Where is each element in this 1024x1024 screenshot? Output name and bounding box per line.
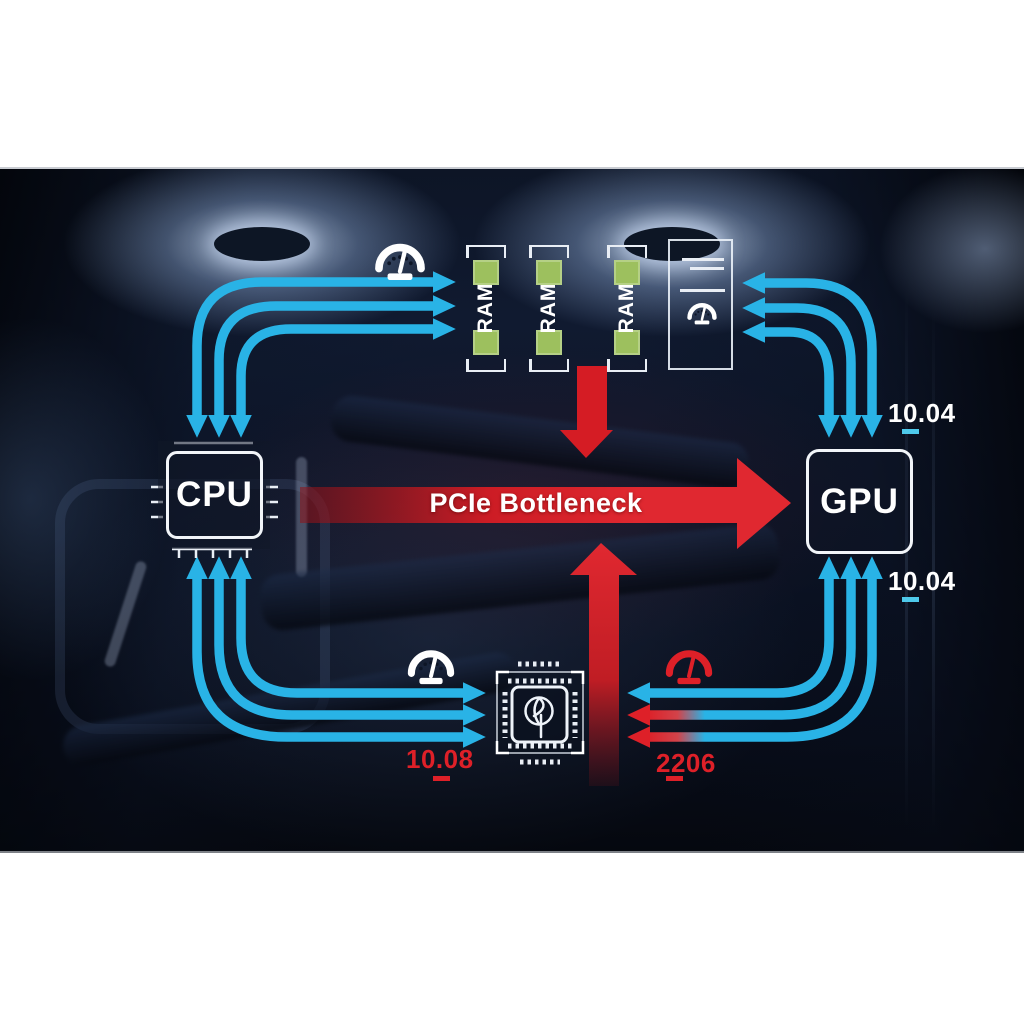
bus-gpu-chipset-arrows xyxy=(627,556,883,748)
metric-chipset-left-underline xyxy=(433,776,450,781)
metric-gpu-top: 10.04 xyxy=(888,398,956,428)
bus-cpu-ram-arrows xyxy=(186,271,456,438)
chipset-left-speedometer-icon xyxy=(404,644,458,685)
arrow-ram-to-bottleneck xyxy=(560,366,613,458)
module-gauge-icon xyxy=(685,299,719,325)
ram-module: RAM xyxy=(466,245,506,372)
bus-gpu-module-arrows xyxy=(742,272,883,438)
pcie-bottleneck-arrow xyxy=(300,458,791,549)
gpu-label: GPU xyxy=(820,481,899,521)
metric-gpu-bottom: 10.04 xyxy=(888,566,956,596)
case-panel-edge xyxy=(905,289,908,829)
module-line xyxy=(682,258,724,261)
module-line xyxy=(690,267,724,270)
chipset-icon xyxy=(495,661,585,765)
metric-chipset-right: 2206 xyxy=(656,748,716,778)
chipset-right-speedometer-icon xyxy=(662,644,716,685)
bus-cpu-chipset-arrows xyxy=(186,556,486,748)
ram-speedometer-icon xyxy=(371,237,429,281)
arrow-chipset-to-bottleneck xyxy=(570,543,637,786)
module-line xyxy=(680,289,725,292)
ram-chip xyxy=(536,330,562,355)
bottleneck-label: PCIe Bottleneck xyxy=(429,488,643,518)
metric-chipset-right-underline xyxy=(666,776,683,781)
metric-gpu-top-underline xyxy=(902,429,919,434)
metric-gpu-bottom-underline xyxy=(902,597,919,602)
metric-chipset-left: 10.08 xyxy=(406,744,474,774)
ram-chip xyxy=(536,260,562,285)
ram-chip xyxy=(614,260,640,285)
cpu-block: CPU xyxy=(166,451,263,539)
ram-chip xyxy=(614,330,640,355)
ram-chip xyxy=(473,260,499,285)
ram-module: RAM xyxy=(529,245,569,372)
case-fan-icon xyxy=(214,227,310,261)
ram-module: RAM xyxy=(607,245,647,372)
case-panel-edge xyxy=(932,309,935,829)
ram-chip xyxy=(473,330,499,355)
gpu-block: GPU xyxy=(806,449,913,554)
case-fan-icon xyxy=(624,227,720,261)
cpu-label: CPU xyxy=(176,475,253,514)
io-module xyxy=(668,239,733,370)
